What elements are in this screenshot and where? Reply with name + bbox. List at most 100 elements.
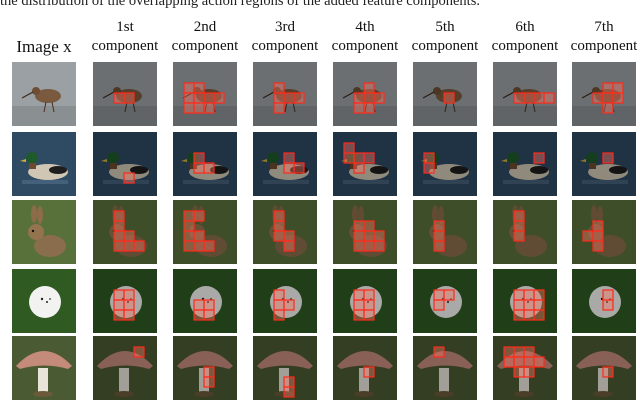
action-region-box	[343, 142, 355, 154]
action-region-box	[373, 230, 385, 242]
bird-beak	[262, 91, 275, 99]
action-region-box	[273, 82, 285, 94]
bird-leg	[364, 101, 368, 113]
duck-head	[586, 152, 598, 164]
action-region-box	[363, 289, 375, 301]
action-region-box	[363, 82, 375, 94]
action-region-box	[123, 172, 135, 184]
darken-overlay	[572, 132, 636, 196]
component-map-mushroom-7	[572, 336, 636, 400]
action-region-box	[523, 309, 535, 321]
ball-logo	[447, 301, 449, 303]
darken-overlay	[253, 200, 317, 264]
rabbit-ear	[358, 206, 364, 224]
duck-head	[507, 152, 519, 164]
action-region-box	[123, 309, 135, 321]
duck-breast	[29, 163, 36, 169]
action-region-box	[203, 92, 215, 104]
darken-overlay	[253, 132, 317, 196]
action-region-box	[123, 230, 135, 242]
bird-leg	[124, 101, 128, 113]
action-region-box	[293, 92, 305, 104]
action-region-box	[273, 309, 285, 321]
action-region-box	[602, 289, 614, 301]
action-region-box	[193, 240, 205, 252]
duck-head	[187, 152, 199, 164]
mushroom-base	[194, 391, 214, 397]
darken-overlay	[333, 269, 397, 333]
darken-overlay	[572, 62, 636, 126]
darken-overlay	[493, 269, 557, 333]
action-region-box	[602, 82, 614, 94]
darken-overlay	[413, 62, 477, 126]
component-map-rabbit-7	[572, 200, 636, 264]
duck-tail	[530, 166, 548, 174]
ball-logo	[367, 301, 369, 303]
action-region-box	[353, 152, 365, 164]
input-image-rabbit	[12, 200, 76, 264]
component-map-mushroom-2	[173, 336, 237, 400]
action-region-box	[353, 309, 365, 321]
water-ripple	[503, 180, 549, 184]
component-map-duck-2	[173, 132, 237, 196]
action-region-box	[363, 366, 375, 378]
duck-tail	[609, 166, 627, 174]
image-background	[173, 132, 237, 196]
action-region-box	[513, 346, 525, 358]
component-map-golfball-5	[413, 269, 477, 333]
action-region-box	[353, 230, 365, 242]
duck-head	[267, 152, 279, 164]
bird-beak	[581, 91, 594, 99]
action-region-box	[283, 230, 295, 242]
action-region-box	[602, 366, 614, 378]
bird-leg	[292, 101, 296, 113]
duck-breast	[270, 163, 277, 169]
action-region-box	[203, 376, 215, 388]
action-region-box	[513, 309, 525, 321]
mushroom-stem	[439, 368, 449, 392]
darken-overlay	[333, 336, 397, 400]
component-map-golfball-2	[173, 269, 237, 333]
darken-overlay	[93, 200, 157, 264]
bird-leg	[444, 101, 448, 113]
action-region-box	[582, 230, 594, 242]
rabbit-head	[349, 224, 365, 240]
action-region-box	[203, 240, 215, 252]
mushroom-cap	[177, 351, 233, 369]
action-region-box	[592, 240, 604, 252]
rabbit-ear	[432, 205, 438, 223]
input-image-duck	[12, 132, 76, 196]
duck-head	[347, 152, 359, 164]
rabbit-ear	[352, 205, 358, 223]
component-map-duck-6	[493, 132, 557, 196]
action-region-box	[183, 82, 195, 94]
action-region-box	[283, 386, 295, 398]
action-region-box	[363, 299, 375, 311]
ball-logo	[49, 298, 51, 300]
duck-bill	[20, 159, 26, 162]
component-map-sandpiper-1	[93, 62, 157, 126]
action-region-box	[513, 356, 525, 368]
action-region-box	[602, 299, 614, 311]
rabbit-head	[588, 224, 604, 240]
action-region-box	[513, 92, 525, 104]
image-background	[93, 132, 157, 196]
action-region-box	[363, 230, 375, 242]
mushroom-cap	[417, 351, 473, 369]
action-region-box	[203, 102, 215, 114]
darken-overlay	[93, 269, 157, 333]
water-surface	[413, 106, 477, 126]
component-map-mushroom-5	[413, 336, 477, 400]
action-region-box	[443, 289, 455, 301]
action-region-box	[533, 356, 545, 368]
action-region-box	[193, 82, 205, 94]
component-map-rabbit-2	[173, 200, 237, 264]
water-ripple	[263, 180, 309, 184]
darken-overlay	[413, 336, 477, 400]
duck-head	[427, 152, 439, 164]
component-map-golfball-3	[253, 269, 317, 333]
duck-breast	[510, 163, 517, 169]
action-region-box	[533, 309, 545, 321]
darken-overlay	[413, 132, 477, 196]
